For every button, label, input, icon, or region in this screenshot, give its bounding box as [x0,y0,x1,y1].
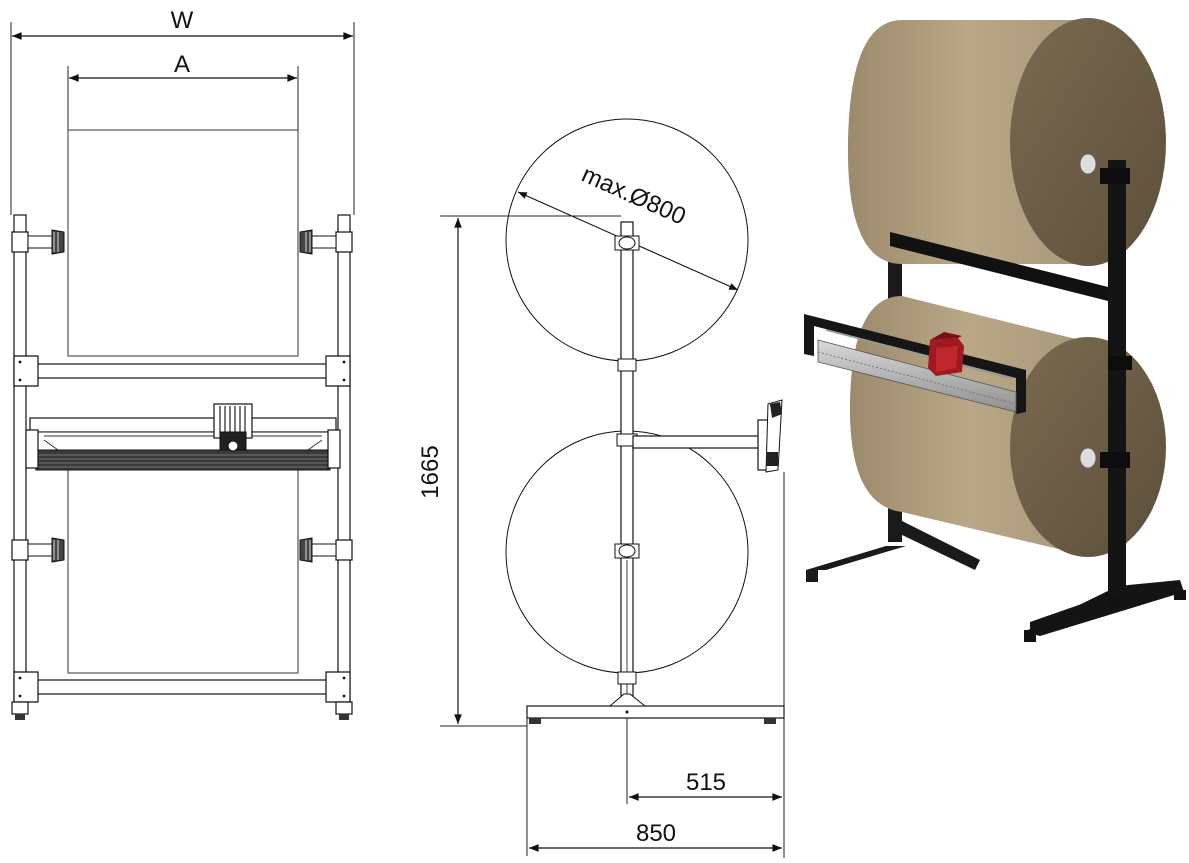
side-view: max.Ø800 [417,118,785,858]
offset-dimension: 515 [626,472,785,858]
spindle-holders [11,229,353,563]
upper-roll-outline [67,129,299,357]
roll-width-dimension: A [67,51,299,130]
front-upright [1024,160,1186,642]
height-dimension: 1665 [417,215,621,727]
render-3d-view [804,18,1186,642]
front-view: W A [10,7,355,720]
height-label: 1665 [417,445,444,498]
side-cutter-arm [632,399,783,473]
width-label: W [171,7,194,34]
front-feet [11,701,353,720]
lower-roll-outline [67,457,299,674]
depth-dimension: 850 [526,718,782,856]
front-crossbars [13,355,351,703]
front-cutter-bar [25,403,341,471]
cutter-unit [804,314,1026,414]
depth-label: 850 [636,820,676,847]
width-dimension: W [10,7,355,215]
side-clamps [614,235,640,685]
upper-paper-roll [847,18,1166,266]
diameter-label: max.Ø800 [578,161,690,231]
side-base [526,693,785,724]
roll-width-label: A [174,51,190,78]
lower-paper-roll [849,296,1166,557]
offset-label: 515 [686,769,726,796]
cutter-head [928,332,964,376]
